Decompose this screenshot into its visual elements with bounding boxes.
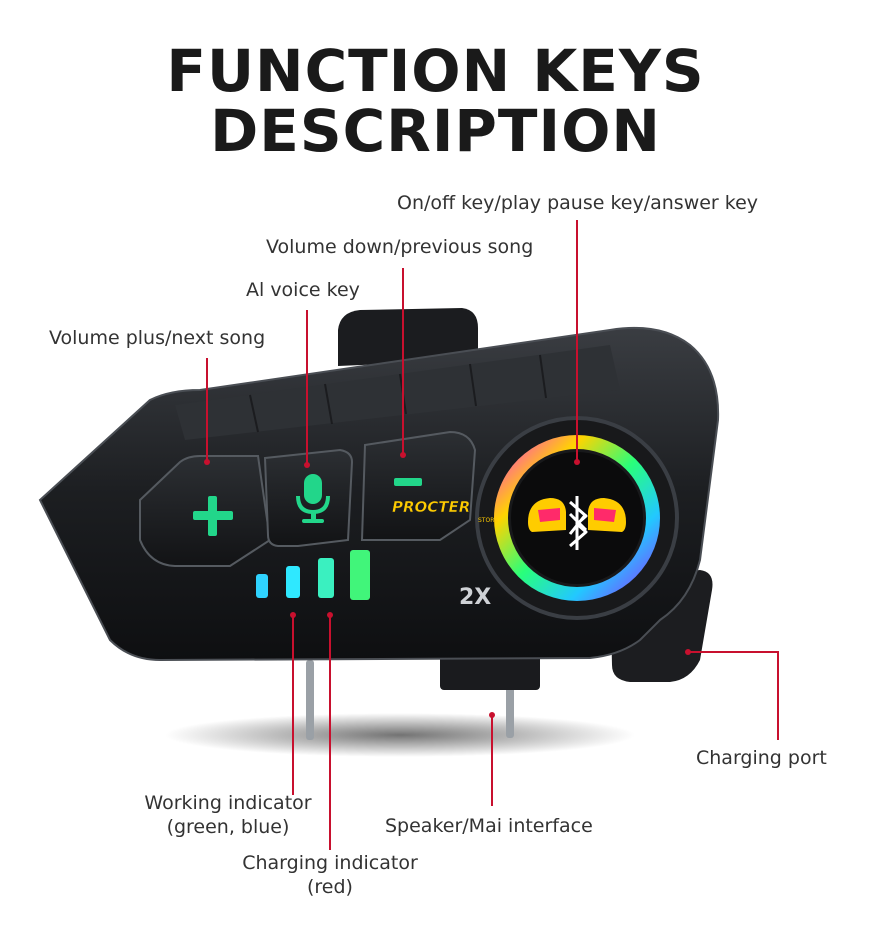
label-working-indicator-line1: Working indicator <box>144 792 312 814</box>
leader-lines <box>206 220 779 850</box>
speaker-connector <box>440 650 540 690</box>
label-charging-indicator-line2: (red) <box>307 875 353 898</box>
label-speaker-interface: Speaker/Mai interface <box>385 815 593 837</box>
label-volume-down: Volume down/previous song <box>266 236 534 258</box>
label-charging-indicator: Charging indicator (red) <box>225 852 435 900</box>
page-title-line1: FUNCTION KEYS <box>166 37 705 105</box>
volume-down-button[interactable] <box>360 430 477 541</box>
brand-logo-sub: STORE <box>478 517 498 524</box>
power-play-answer-button[interactable] <box>475 416 679 620</box>
volume-plus-button[interactable] <box>139 455 272 567</box>
label-charging-indicator-line1: Charging indicator <box>242 852 418 874</box>
model-label: 2X <box>459 585 491 610</box>
top-ridge <box>175 345 620 440</box>
indicator-lights <box>256 550 370 600</box>
plus-icon <box>193 496 233 536</box>
page-title-line2: DESCRIPTION <box>210 97 661 165</box>
mount-pin-left <box>306 660 314 740</box>
bluetooth-icon <box>568 496 588 550</box>
brand-logo: PROCTER <box>392 498 470 516</box>
helmet-icon <box>528 498 566 532</box>
minus-icon <box>394 478 422 486</box>
device-shadow <box>165 713 635 757</box>
microphone-icon <box>296 474 330 523</box>
label-ai-voice: Al voice key <box>246 279 360 301</box>
ai-voice-button[interactable] <box>263 448 354 547</box>
label-working-indicator: Working indicator (green, blue) <box>128 792 328 840</box>
label-working-indicator-line2: (green, blue) <box>166 815 290 838</box>
label-volume-plus: Volume plus/next song <box>49 327 266 349</box>
leader-dots <box>204 452 691 718</box>
label-onoff-key: On/off key/play pause key/answer key <box>397 192 759 214</box>
label-charging-port: Charging port <box>696 747 827 769</box>
helmet-icon-right <box>588 498 626 532</box>
mount-pin-right <box>506 680 514 738</box>
mount-clip <box>338 308 478 366</box>
